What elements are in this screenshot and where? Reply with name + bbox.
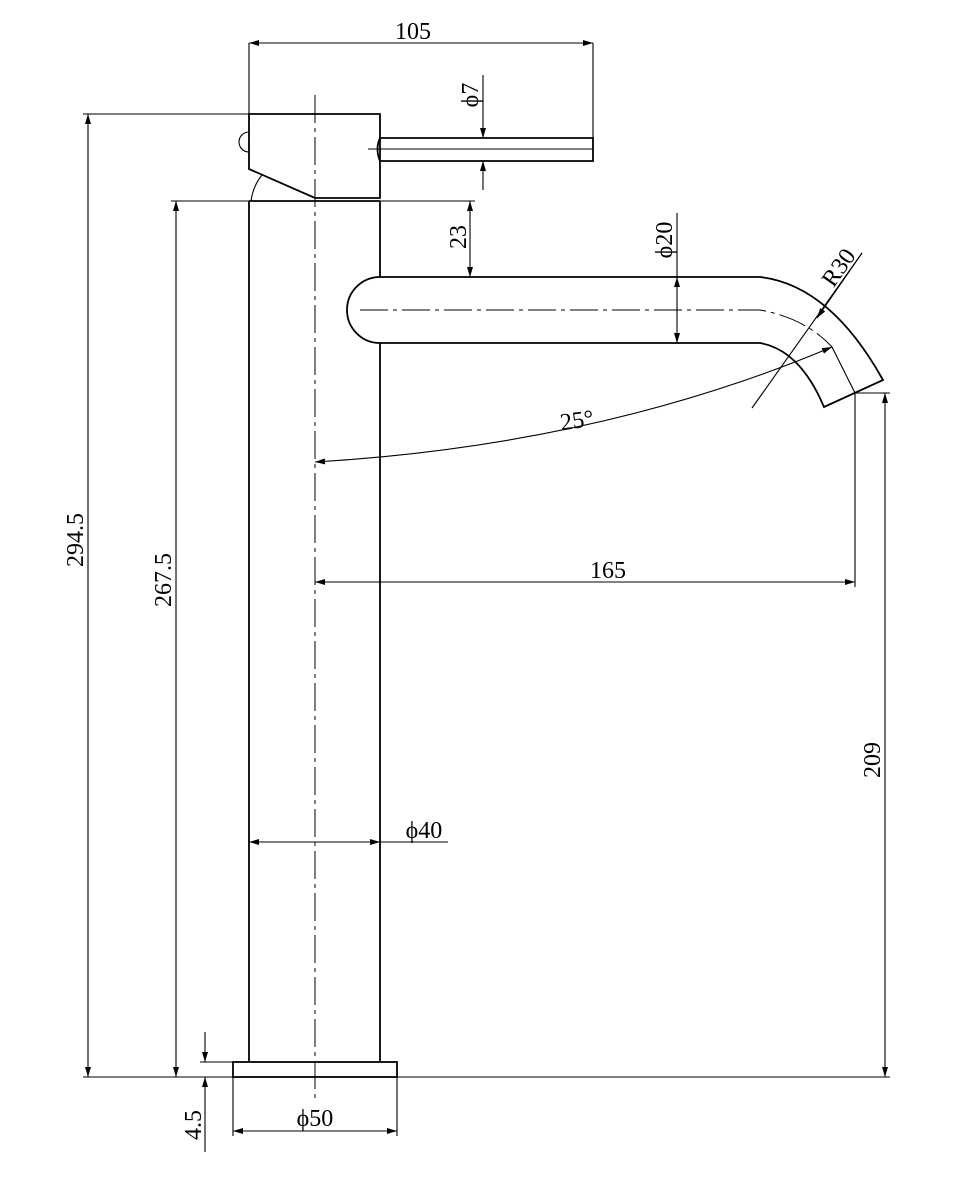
dim-spout-angle: 25° xyxy=(559,406,596,436)
dim-overall-height: 294.5 xyxy=(63,513,89,567)
dim-outlet-height: 209 xyxy=(860,742,886,778)
dim-spout-reach: 165 xyxy=(590,558,626,584)
dim-lever-diameter: ϕ7 xyxy=(458,83,484,108)
dim-handle-reach: 105 xyxy=(395,19,431,45)
lever xyxy=(376,137,594,162)
dim-bend-radius: R30 xyxy=(817,244,861,292)
dim-body-diameter: ϕ40 xyxy=(406,818,443,844)
dim-base-thickness: 4.5 xyxy=(181,1110,207,1140)
handle-block xyxy=(248,113,381,199)
dim-spout-diameter: ϕ20 xyxy=(652,222,678,259)
dim-base-diameter: ϕ50 xyxy=(297,1106,334,1132)
handle-indicator xyxy=(238,131,250,153)
spout-center-line xyxy=(360,309,833,348)
dim-body-height: 267.5 xyxy=(151,553,177,607)
handle-collar xyxy=(250,174,263,202)
dim-gap: 23 xyxy=(446,225,472,249)
outlet-line xyxy=(831,346,856,394)
dimensions: 105 ϕ7 23 ϕ20 R30 25° 165 209 ϕ40 xyxy=(63,19,890,1152)
faucet-body xyxy=(232,95,885,1100)
body-column xyxy=(248,200,381,1062)
spout xyxy=(346,276,885,409)
